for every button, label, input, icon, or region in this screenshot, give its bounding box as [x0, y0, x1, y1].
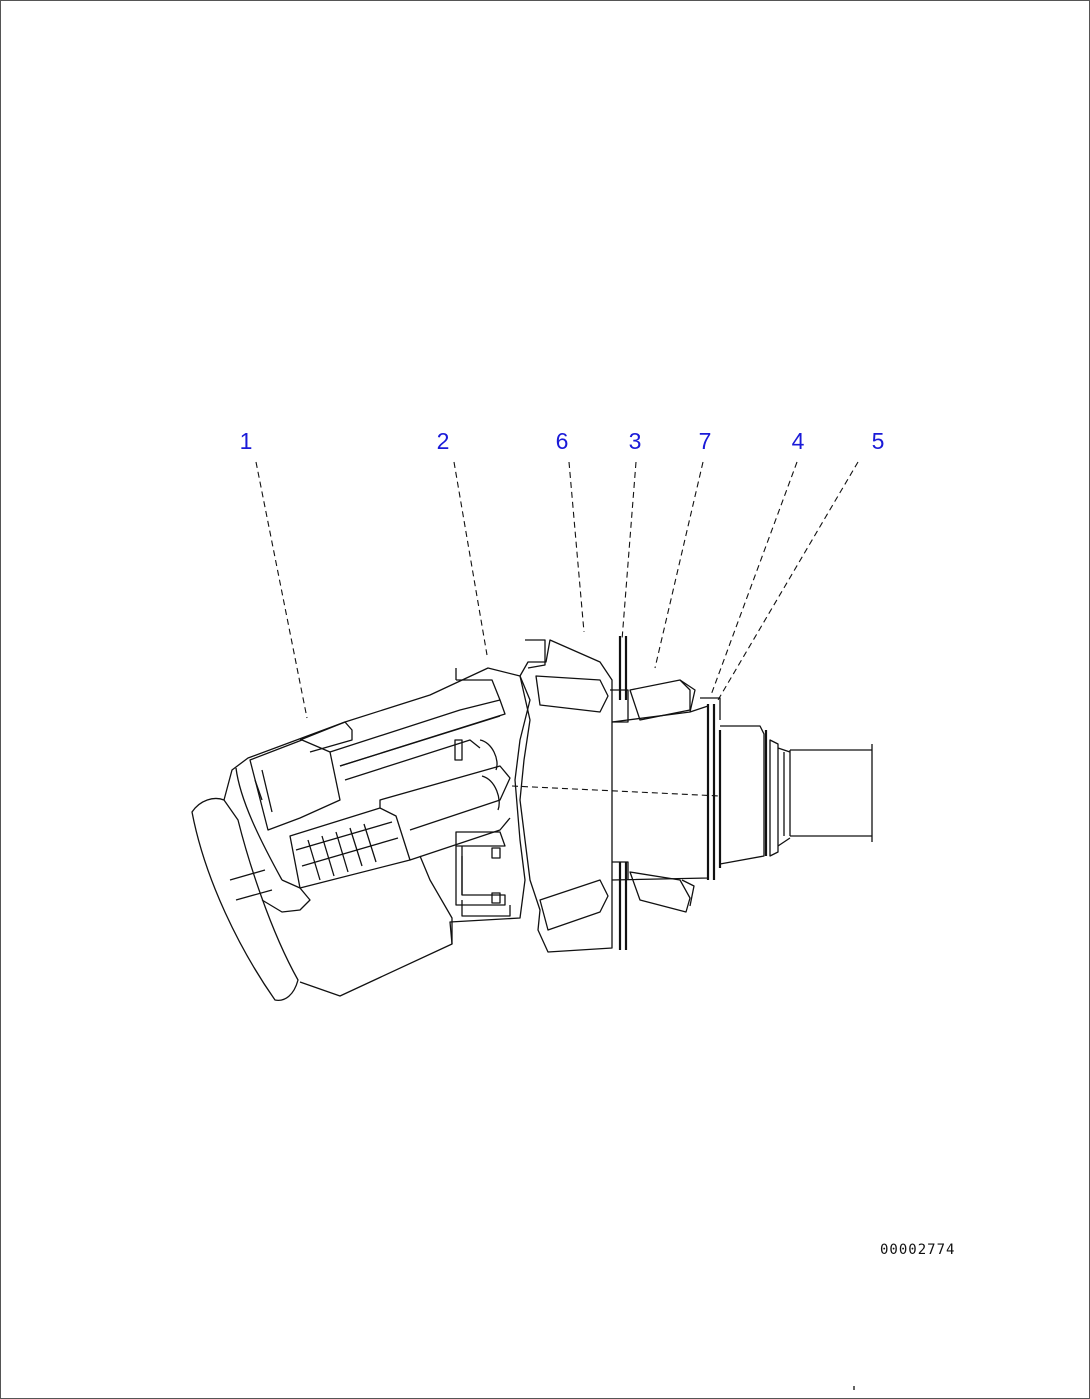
- leader-2: [453, 461, 488, 656]
- callout-6: 6: [555, 428, 569, 454]
- leader-5: [717, 461, 859, 701]
- drawing-code: 00002774: [880, 1242, 956, 1258]
- leader-6: [568, 461, 585, 633]
- leader-3: [621, 461, 637, 641]
- callout-2: 2: [436, 428, 450, 454]
- callout-5: 5: [871, 428, 885, 454]
- motor-body: [191, 667, 531, 1001]
- center-line: [511, 785, 721, 797]
- motor-housing: [223, 667, 531, 997]
- output-shaft: [719, 725, 873, 865]
- callout-1: 1: [239, 428, 253, 454]
- callout-4: 4: [791, 428, 805, 454]
- leader-4: [710, 461, 798, 696]
- hub-assembly: [519, 636, 722, 953]
- leader-lines: [255, 461, 859, 719]
- flange-body: [519, 639, 613, 953]
- callout-3: 3: [628, 428, 642, 454]
- motor-end-cap: [191, 797, 299, 1001]
- callout-7: 7: [698, 428, 712, 454]
- leader-7: [654, 461, 704, 669]
- leader-1: [255, 461, 308, 719]
